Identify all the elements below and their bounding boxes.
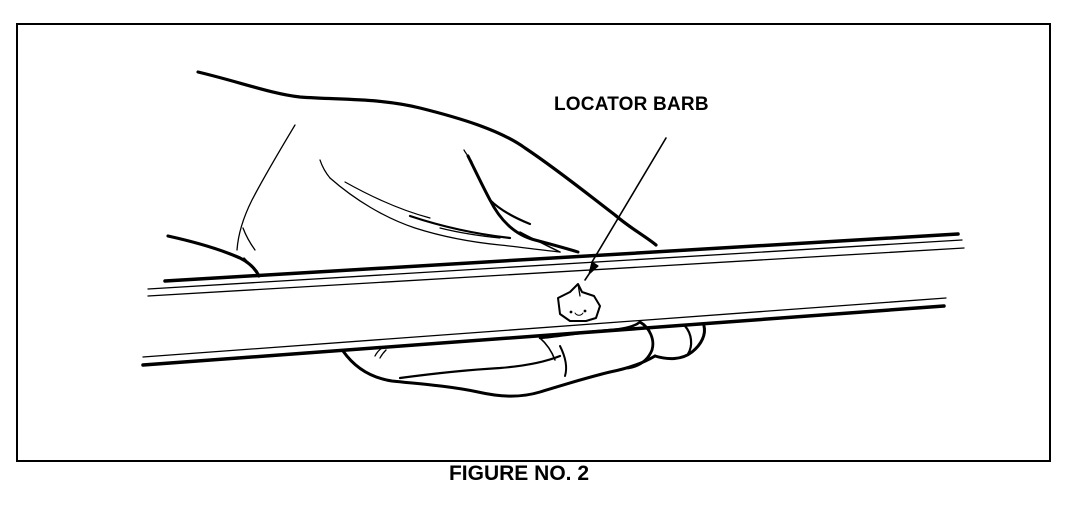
upper-rail [147,232,965,297]
figure-caption: FIGURE NO. 2 [448,462,590,485]
locator-barb [557,283,601,322]
upper-hand [166,70,658,278]
lower-rail [141,297,947,367]
locator-barb-label: LOCATOR BARB [554,94,709,115]
figure-frame [16,23,1051,462]
lower-hand [341,320,706,398]
callout-leader-arrow [584,137,667,281]
